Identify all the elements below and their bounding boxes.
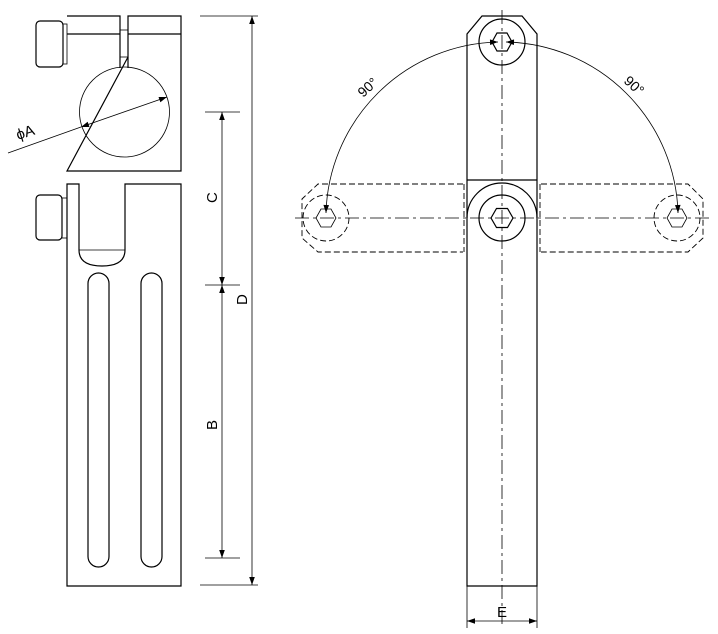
dimension-b-label: B: [204, 420, 221, 430]
clamp-block: [65, 15, 182, 172]
dimension-c-label: C: [204, 192, 221, 203]
angle-left-label: 90°: [354, 74, 380, 100]
diameter-a-label: ϕA: [14, 122, 37, 144]
front-view: 90° 90° E: [295, 10, 712, 628]
dimension-d-label: D: [234, 294, 251, 305]
slot: [140, 272, 163, 568]
arm-body: [66, 183, 182, 587]
bore-circle: [79, 66, 170, 158]
angle-right-label: 90°: [621, 72, 647, 98]
side-view: ϕA D C B: [7, 15, 258, 587]
screw-head: [35, 20, 68, 68]
slot: [87, 272, 110, 568]
vertical-arm: [466, 15, 538, 587]
screw-head: [35, 194, 68, 241]
dimension-e-label: E: [497, 604, 507, 621]
